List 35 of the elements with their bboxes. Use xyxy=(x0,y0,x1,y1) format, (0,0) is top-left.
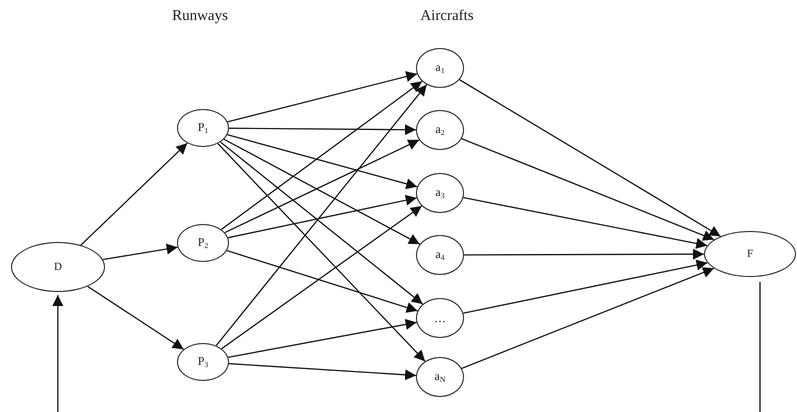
arrow xyxy=(227,71,418,122)
arrow xyxy=(87,286,184,350)
arrow xyxy=(229,124,416,136)
arrow xyxy=(459,79,721,237)
arrow xyxy=(228,318,417,358)
arrow xyxy=(464,248,704,260)
node-ellipse: a$_{3}$ xyxy=(416,173,464,213)
node-ellipse: D xyxy=(11,242,105,292)
column-heading: Aircrafts xyxy=(420,8,474,25)
node-ellipse: … xyxy=(416,298,464,338)
node-ellipse: P$_{3}$ xyxy=(177,343,229,381)
node-ellipse: a$_{1}$ xyxy=(416,48,464,88)
arrow xyxy=(226,250,418,313)
arrow xyxy=(217,143,426,362)
arrow xyxy=(461,267,714,369)
arrow xyxy=(216,84,428,346)
column-heading: Runways xyxy=(172,8,228,25)
arrow xyxy=(220,80,422,230)
node-ellipse: P$_{2}$ xyxy=(177,224,229,262)
node-ellipse: a$_{4}$ xyxy=(416,235,464,275)
arrow xyxy=(220,142,424,305)
node-ellipse: a$_{2}$ xyxy=(416,110,464,150)
node-ellipse: a$_{N}$ xyxy=(416,357,464,397)
arrow xyxy=(461,138,714,241)
arrow xyxy=(228,194,417,238)
arrow xyxy=(52,295,64,412)
arrow xyxy=(80,142,188,246)
arrow xyxy=(221,206,422,350)
node-ellipse: P$_{1}$ xyxy=(177,109,229,147)
arrow xyxy=(228,363,416,380)
node-ellipse: F xyxy=(704,231,796,277)
arrow xyxy=(227,134,418,190)
arrow xyxy=(463,197,708,249)
arrow xyxy=(463,260,708,314)
arrow xyxy=(102,244,178,260)
